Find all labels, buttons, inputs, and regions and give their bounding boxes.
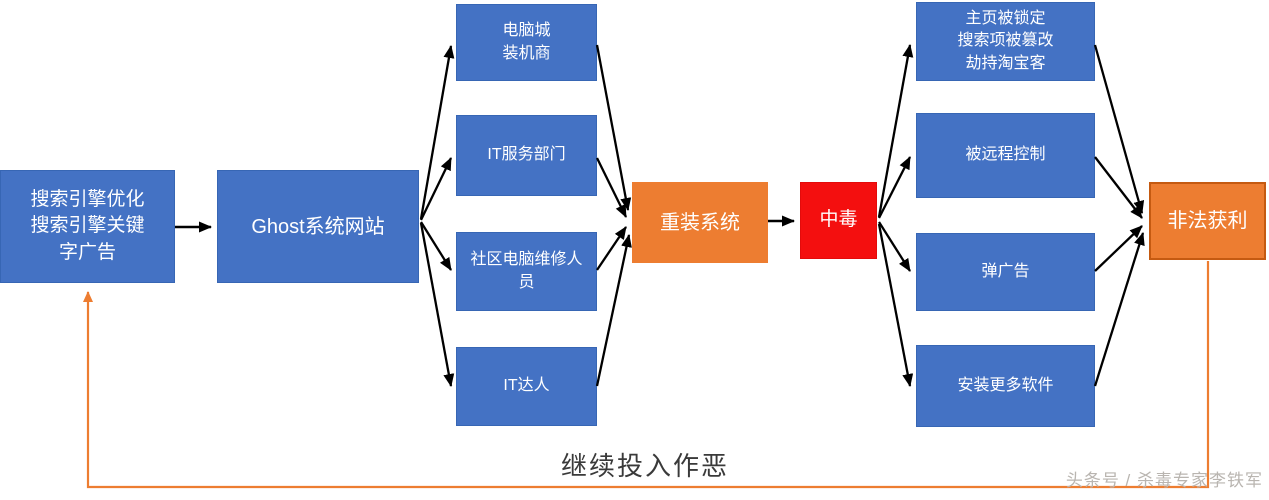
arrow-ghost-to-itmaster <box>419 222 455 387</box>
node-illegal-profit: 非法获利 <box>1149 182 1266 260</box>
node-it-master: IT达人 <box>456 347 597 426</box>
arrow-itmaster-to-reinstall <box>595 234 632 387</box>
watermark-author: 头条号 / 杀毒专家李铁军 <box>1065 471 1263 490</box>
arrow-poisoned-to-remote <box>877 156 912 219</box>
feedback-caption: 继续投入作恶 <box>560 451 729 481</box>
arrow-ghost-to-pcmall <box>419 45 455 220</box>
node-reinstall-system: 重装系统 <box>632 182 768 263</box>
arrow-ads-to-illegal <box>1094 225 1143 272</box>
arrow-community-to-reinstall <box>596 226 627 271</box>
node-seo-ads: 搜索引擎优化 搜索引擎关键 字广告 <box>0 170 175 283</box>
node-pc-mall-assembler: 电脑城 装机商 <box>456 4 597 81</box>
arrow-remote-to-illegal <box>1094 156 1143 219</box>
arrow-ghost-to-itdept <box>419 157 453 221</box>
arrow-homepage-to-illegal <box>1093 44 1145 214</box>
arrow-poisoned-to-homepage <box>877 44 914 218</box>
node-install-more-software: 安装更多软件 <box>916 345 1095 427</box>
node-ghost-site: Ghost系统网站 <box>217 170 419 283</box>
arrow-poisoned-to-installmore <box>877 223 914 387</box>
node-homepage-locked: 主页被锁定 搜索项被篡改 劫持淘宝客 <box>916 2 1095 81</box>
arrow-poisoned-to-ads <box>878 221 911 272</box>
node-popup-ads: 弹广告 <box>916 233 1095 311</box>
arrow-ghost-to-community <box>420 221 452 271</box>
node-it-service-dept: IT服务部门 <box>456 115 597 196</box>
node-poisoned: 中毒 <box>800 182 877 259</box>
node-community-repair: 社区电脑维修人 员 <box>456 232 597 311</box>
arrow-itdept-to-reinstall <box>595 157 628 218</box>
arrow-installmore-to-illegal <box>1093 232 1145 387</box>
node-remote-control: 被远程控制 <box>916 113 1095 198</box>
arrow-pcmall-to-reinstall <box>595 44 632 211</box>
